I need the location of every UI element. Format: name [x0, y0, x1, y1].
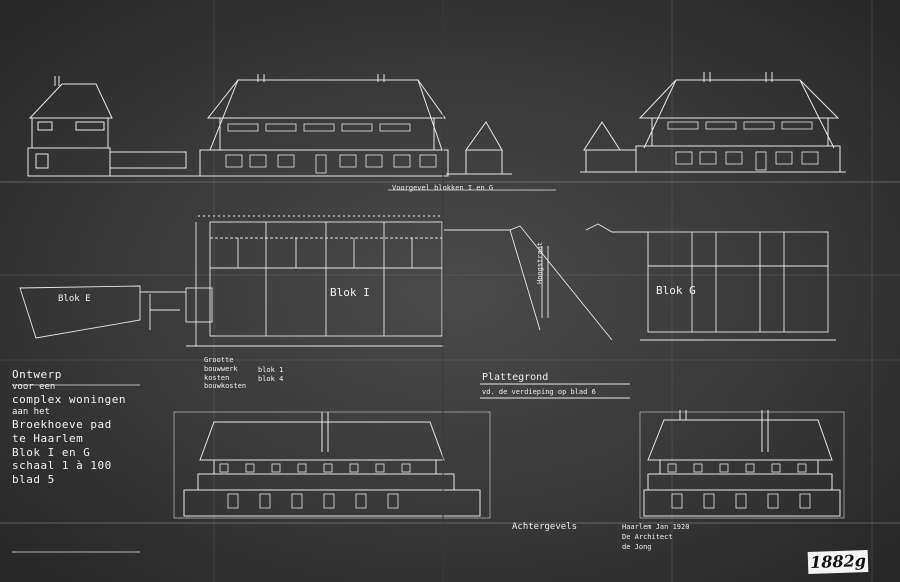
title-line: Blok I en G	[12, 445, 91, 459]
legend-item: kosten	[204, 373, 230, 382]
title-line: schaal 1 à 100	[12, 459, 112, 473]
legend-item: bouwwerk	[204, 364, 238, 373]
legend-item: blok 4	[258, 374, 284, 383]
rear-caption: Achtergevels	[512, 522, 578, 532]
plan-caption: Plattegrond	[482, 372, 549, 383]
title-line: blad 5	[12, 473, 55, 486]
rear-elevation-left	[173, 411, 491, 519]
signature-date: Haarlem Jan 1920	[622, 523, 690, 531]
center-fold	[442, 0, 444, 582]
legend-item: blok 1	[258, 366, 284, 374]
signature-name: de Jong	[622, 543, 652, 552]
block-i-label: Blok I	[330, 286, 370, 299]
block-left-label: Blok E	[58, 294, 91, 304]
title-line: te Haarlem	[12, 431, 84, 445]
elevation-caption: Voorgevel blokken I en G	[392, 184, 494, 192]
legend-item: bouwkosten	[204, 382, 247, 391]
street-label: Hoogstraat	[536, 241, 544, 284]
plan-subcaption: vd. de verdieping op blad 6	[482, 388, 596, 396]
block-g-label: Blok G	[656, 284, 696, 297]
title-line: aan het	[12, 406, 50, 417]
title-block: Ontwerp voor een complex woningen aan he…	[12, 368, 172, 487]
title-line: Broekhoeve pad	[12, 418, 112, 431]
signature-role: De Architect	[622, 533, 673, 542]
legend-list: Grootte bouwwerk kosten bouwkosten	[204, 356, 246, 391]
title-line: voor een	[12, 381, 56, 392]
legend-item: Grootte	[204, 356, 234, 364]
title-line: complex woningen	[12, 393, 126, 406]
title-line: Ontwerp	[12, 368, 62, 381]
front-elevation-right	[580, 72, 846, 173]
floor-plan-block-i	[19, 215, 444, 347]
archive-stamp: 1882g	[807, 549, 869, 575]
legend-values: blok 1 blok 4	[258, 366, 283, 384]
floor-plan-block-g	[444, 223, 836, 341]
rear-elevation-right	[639, 410, 845, 519]
signature-block: Haarlem Jan 1920 De Architect de Jong	[622, 522, 689, 552]
front-elevation-left	[27, 74, 512, 177]
